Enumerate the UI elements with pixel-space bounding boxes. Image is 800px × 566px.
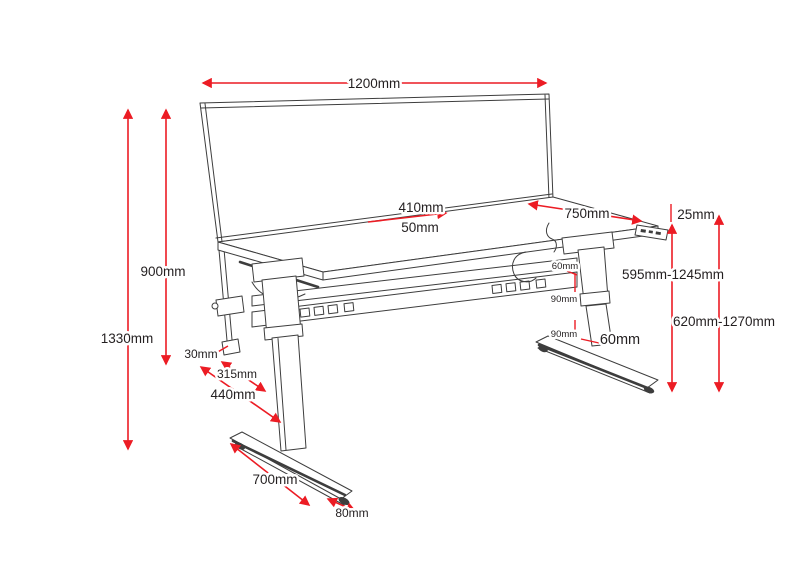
dimension-lines — [122, 77, 725, 513]
screen-post — [211, 248, 245, 356]
dim-tick-60-column — [580, 338, 600, 344]
dim-label-90mm-lower: 90mm — [551, 329, 577, 340]
dim-label-315mm: 315mm — [217, 367, 257, 381]
dim-tick-30 — [215, 345, 229, 354]
right-foot — [535, 335, 659, 394]
left-leg — [261, 275, 307, 452]
dim-label-30mm: 30mm — [184, 347, 217, 361]
dim-arrow-440 — [199, 366, 282, 423]
dim-label-60mm-column: 60mm — [600, 332, 640, 348]
dim-label-80mm: 80mm — [335, 506, 368, 520]
dim-label-595mm-1245mm: 595mm-1245mm — [622, 267, 724, 282]
dim-label-410mm: 410mm — [398, 200, 443, 215]
dim-label-25mm: 25mm — [677, 207, 715, 222]
dim-arrow-410 — [367, 208, 448, 223]
dim-label-440mm: 440mm — [210, 387, 255, 402]
dim-arrow-700 — [229, 443, 311, 506]
dim-label-700mm: 700mm — [252, 472, 297, 487]
dim-label-90mm-upper: 90mm — [551, 294, 577, 305]
dim-label-1330mm: 1330mm — [101, 331, 154, 346]
dim-label-1200mm: 1200mm — [348, 76, 401, 91]
dimension-labels: 1200mm 900mm 1330mm 410mm 50mm 750mm 25m… — [98, 74, 777, 523]
right-leg — [577, 246, 613, 347]
dim-label-900mm: 900mm — [140, 264, 185, 279]
handset-controller — [634, 224, 669, 241]
dim-label-620mm-1270mm: 620mm-1270mm — [673, 314, 775, 329]
dim-arrow-80 — [326, 497, 357, 513]
dim-label-60mm-bracket: 60mm — [552, 261, 578, 272]
dim-label-750mm: 750mm — [564, 206, 609, 221]
dim-label-50mm: 50mm — [401, 220, 439, 235]
dim-arrow-750 — [527, 200, 643, 225]
